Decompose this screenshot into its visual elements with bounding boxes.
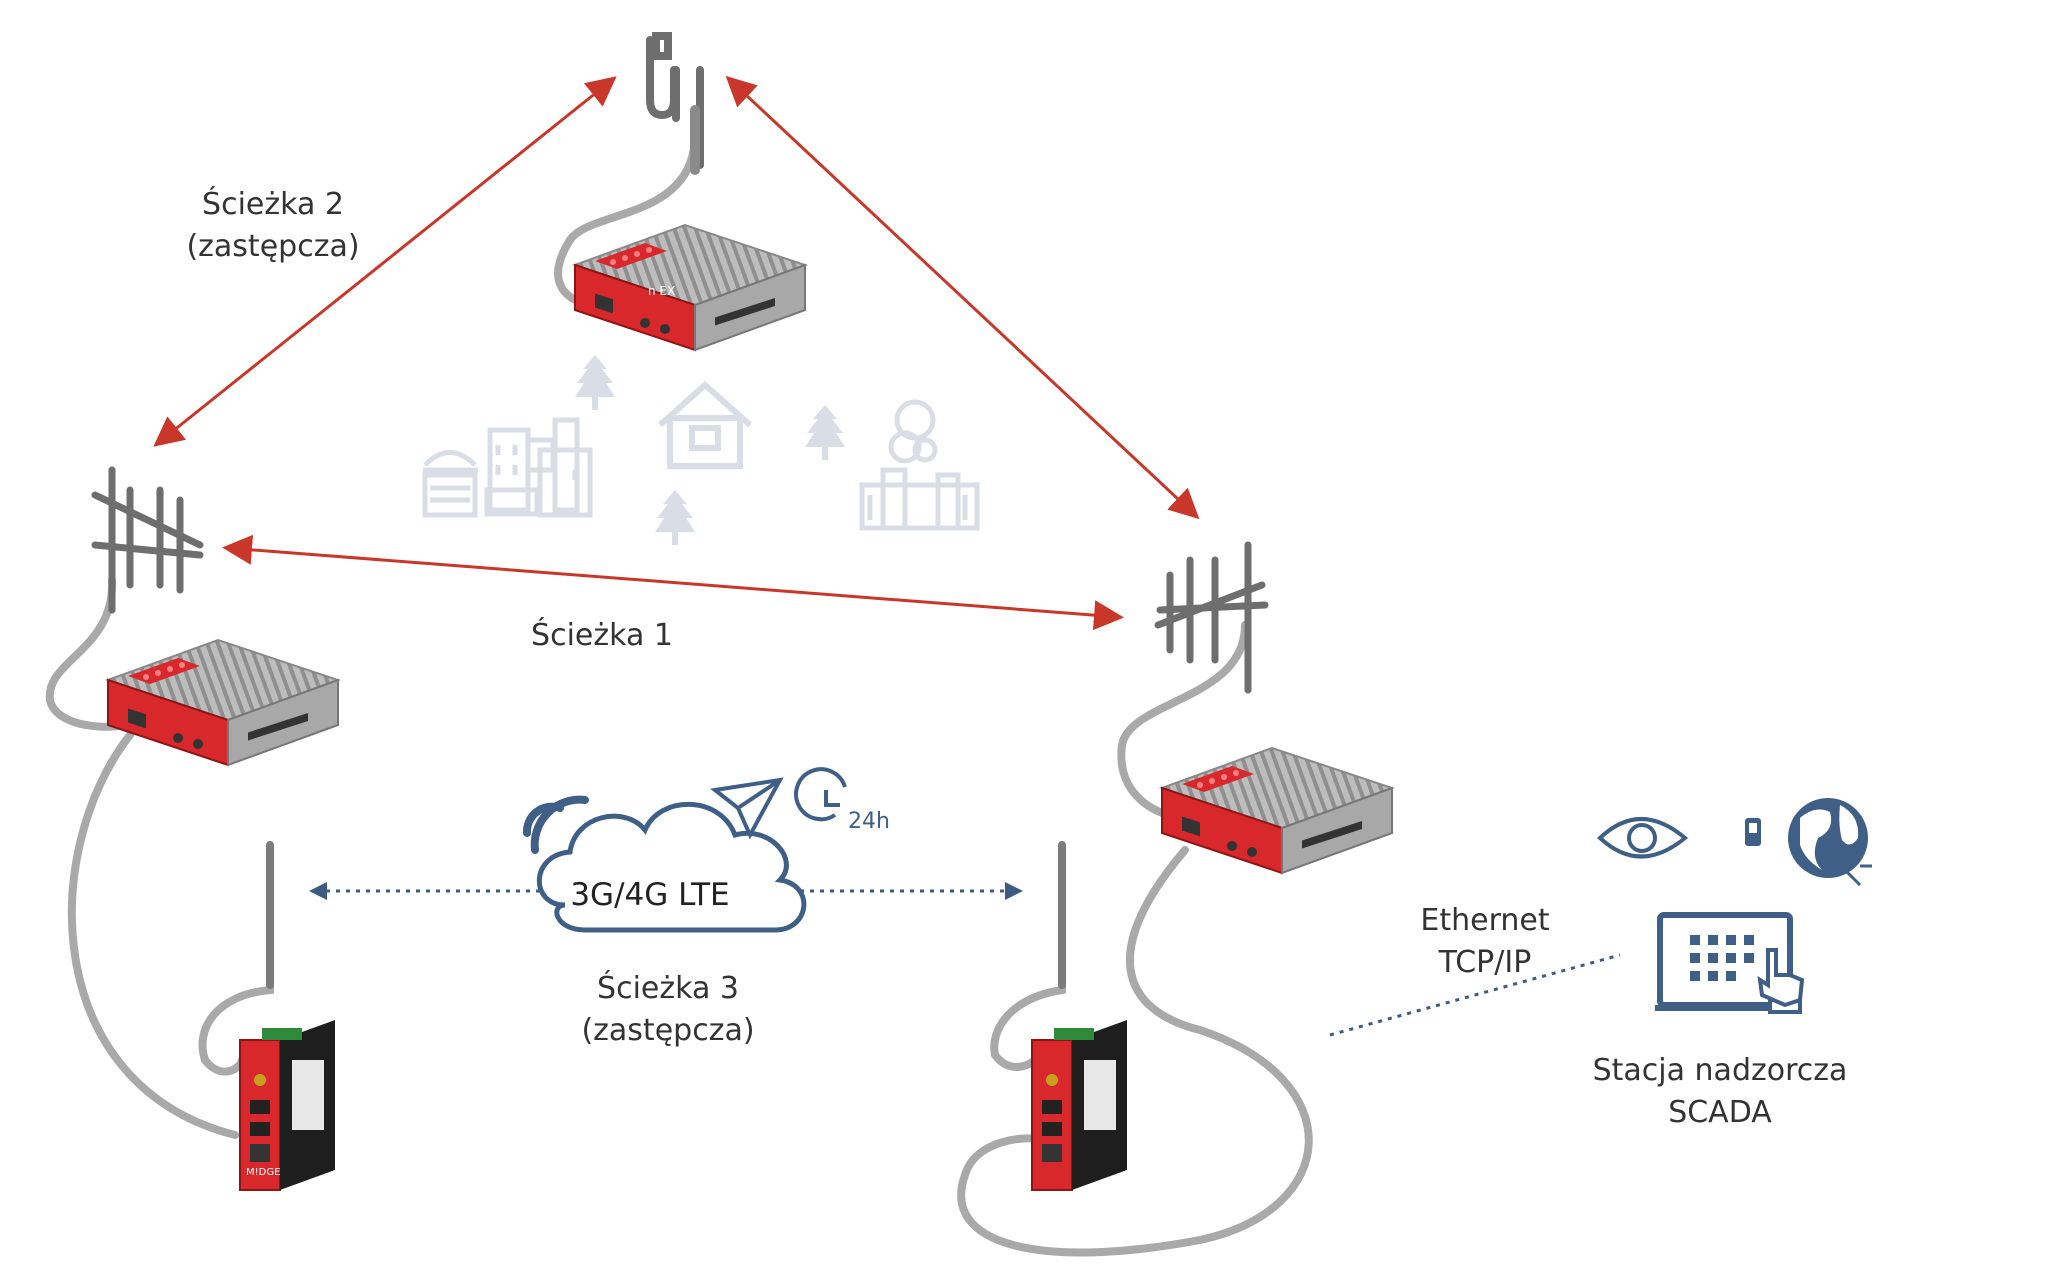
tree-icon xyxy=(575,355,615,410)
cloud-icon xyxy=(536,801,807,933)
touch-screen-icon xyxy=(1655,912,1805,1014)
path1-label: Ścieżka 1 xyxy=(531,616,673,653)
paper-plane-icon xyxy=(710,777,784,840)
power-plant-icon xyxy=(859,399,980,531)
yagi-antenna-icon xyxy=(91,466,204,614)
scada-label-line2: SCADA xyxy=(1668,1095,1772,1130)
radio-modem-icon xyxy=(107,639,339,766)
path2-label-line2: (zastępcza) xyxy=(186,229,359,264)
eye-icon xyxy=(1597,817,1689,859)
cables xyxy=(45,136,1313,1257)
background-scene xyxy=(422,355,980,545)
antenna-icon xyxy=(646,32,704,175)
link-arrow-path1 xyxy=(222,534,1124,631)
ethernet-label-line1: Ethernet xyxy=(1420,903,1549,938)
tree-icon xyxy=(655,490,695,545)
house-icon xyxy=(658,380,752,469)
radio-modem-icon xyxy=(574,224,806,351)
link-arrow-path2 xyxy=(153,76,617,447)
ethernet-label-line2: TCP/IP xyxy=(1438,945,1532,980)
lte-router-icon xyxy=(239,1019,336,1191)
path3-label-line2: (zastępcza) xyxy=(581,1013,754,1048)
modem-brand: n EX xyxy=(648,284,675,298)
path2-label-line1: Ścieżka 2 xyxy=(202,185,344,222)
scada-label-line1: Stacja nadzorcza xyxy=(1593,1053,1848,1088)
tree-icon xyxy=(805,405,845,460)
clock-badge-text: 24h xyxy=(848,809,890,834)
path3-label-line1: Ścieżka 3 xyxy=(597,969,739,1006)
router-brand: M!DGE xyxy=(246,1167,280,1178)
clock-24h-icon xyxy=(794,767,847,822)
yagi-antenna-icon xyxy=(1154,541,1269,694)
phone-icon xyxy=(1745,818,1761,846)
wifi-icon xyxy=(522,795,589,854)
factory-icon xyxy=(422,417,593,518)
link-arrow-right xyxy=(725,75,1200,520)
globe-icon xyxy=(1788,798,1872,887)
lte-router-icon xyxy=(1031,1019,1128,1191)
radio-links xyxy=(153,75,1200,631)
cloud-label: 3G/4G LTE xyxy=(570,877,729,913)
radio-modem-icon xyxy=(1161,747,1393,874)
antenna-icon xyxy=(266,841,1066,989)
ethernet-link xyxy=(1329,953,1621,1037)
